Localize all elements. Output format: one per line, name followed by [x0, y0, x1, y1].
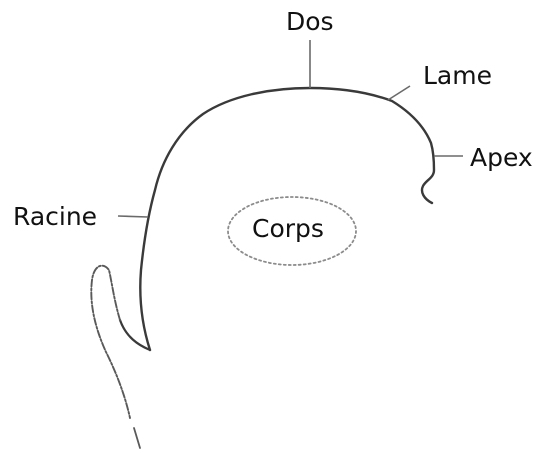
label-racine: Racine: [13, 204, 97, 229]
label-dos: Dos: [286, 9, 334, 34]
label-corps: Corps: [252, 216, 324, 241]
root-fold-outer: [91, 266, 130, 418]
root-fold-end: [134, 428, 140, 448]
label-apex: Apex: [470, 145, 533, 170]
leader-lame: [388, 86, 410, 100]
leader-racine: [118, 216, 148, 217]
label-lame: Lame: [423, 63, 492, 88]
